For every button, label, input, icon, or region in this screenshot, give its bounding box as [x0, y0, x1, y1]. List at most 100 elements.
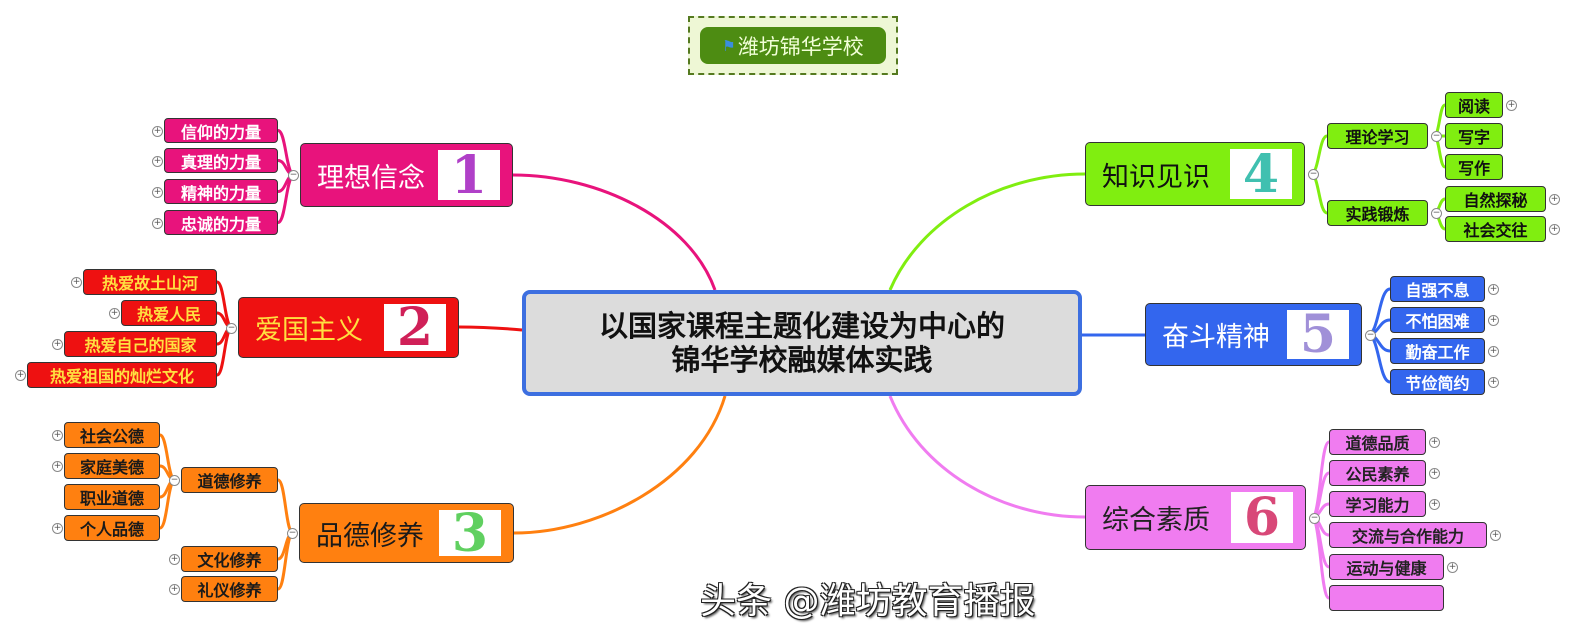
expand-toggle-icon[interactable]: + — [1429, 437, 1440, 448]
subtopic[interactable]: 理论学习 — [1327, 123, 1428, 149]
subtopic[interactable]: 自强不息 — [1390, 276, 1485, 302]
topic-number-badge: 3 — [439, 503, 501, 564]
subtopic[interactable]: 精神的力量 — [164, 179, 278, 204]
expand-toggle-icon[interactable]: + — [1549, 194, 1560, 205]
subtopic[interactable]: 社会交往 — [1445, 216, 1546, 242]
subtopic[interactable]: 道德品质 — [1329, 429, 1426, 455]
expand-toggle-icon[interactable]: + — [52, 430, 63, 441]
collapse-toggle-icon[interactable]: − — [1308, 169, 1319, 180]
expand-toggle-icon[interactable]: + — [1447, 562, 1458, 573]
subtopic[interactable]: 热爱自己的国家 — [64, 331, 217, 357]
branch-connector — [276, 478, 295, 535]
subtopic[interactable]: 职业道德 — [64, 484, 160, 510]
topic-label: 理论学习 — [1345, 128, 1410, 147]
topic-label: 自然探秘 — [1463, 191, 1528, 210]
expand-toggle-icon[interactable]: + — [52, 461, 63, 472]
subtopic[interactable]: 信仰的力量 — [164, 118, 278, 143]
subtopic[interactable]: 道德修养 — [181, 467, 278, 493]
main-connector — [888, 395, 1086, 519]
expand-toggle-icon[interactable]: + — [1488, 346, 1499, 357]
topic-number-badge: 4 — [1230, 144, 1292, 205]
expand-toggle-icon[interactable]: + — [1488, 377, 1499, 388]
subtopic[interactable]: 阅读 — [1445, 92, 1503, 118]
school-label-topic[interactable]: ⚑ 潍坊锦华学校 — [700, 27, 886, 64]
topic-label: 热爱人民 — [136, 305, 201, 324]
topic-label: 热爱故土山河 — [101, 274, 198, 293]
subtopic[interactable]: 自然探秘 — [1445, 186, 1546, 212]
expand-toggle-icon[interactable]: + — [152, 125, 163, 137]
collapse-toggle-icon[interactable]: − — [1309, 512, 1320, 524]
expand-toggle-icon[interactable]: + — [1506, 100, 1517, 111]
expand-toggle-icon[interactable]: + — [1429, 468, 1440, 479]
main-connector — [458, 325, 523, 332]
subtopic[interactable]: 勤奋工作 — [1390, 338, 1485, 364]
subtopic[interactable]: 真理的力量 — [164, 148, 278, 173]
subtopic[interactable]: 个人品德 — [64, 515, 160, 541]
topic-label: 自强不息 — [1405, 281, 1470, 300]
central-topic[interactable]: 以国家课程主题化建设为中心的 锦华学校融媒体实践 — [522, 290, 1082, 396]
topic-label: 写作 — [1457, 159, 1490, 178]
subtopic[interactable]: 公民素养 — [1329, 460, 1426, 486]
topic-number-badge: 6 — [1231, 487, 1293, 548]
expand-toggle-icon[interactable]: + — [1549, 224, 1560, 235]
expand-toggle-icon[interactable]: + — [1429, 499, 1440, 510]
subtopic[interactable]: 家庭美德 — [64, 453, 160, 479]
subtopic[interactable]: 学习能力 — [1329, 491, 1426, 517]
collapse-toggle-icon[interactable]: − — [226, 322, 237, 334]
subtopic[interactable]: 写作 — [1445, 154, 1503, 180]
expand-toggle-icon[interactable]: + — [169, 584, 180, 595]
collapse-toggle-icon[interactable]: − — [1365, 329, 1376, 341]
subtopic[interactable]: 节俭简约 — [1390, 369, 1485, 395]
subtopic[interactable] — [1329, 585, 1444, 611]
topic-label: 节俭简约 — [1405, 374, 1470, 393]
subtopic[interactable]: 社会公德 — [64, 422, 160, 448]
subtopic[interactable]: 不怕困难 — [1390, 307, 1485, 333]
subtopic[interactable]: 礼仪修养 — [181, 576, 278, 602]
expand-toggle-icon[interactable]: + — [152, 217, 163, 229]
topic-label: 职业道德 — [79, 489, 144, 508]
topic-label: 热爱祖国的灿烂文化 — [49, 367, 194, 386]
collapse-toggle-icon[interactable]: − — [1431, 131, 1442, 142]
topic-number-badge: 1 — [438, 145, 500, 206]
subtopic[interactable]: 热爱人民 — [121, 300, 217, 326]
expand-toggle-icon[interactable]: + — [15, 370, 26, 381]
expand-toggle-icon[interactable]: + — [1488, 284, 1499, 295]
main-connector — [513, 395, 727, 535]
subtopic[interactable]: 忠诚的力量 — [164, 210, 278, 235]
collapse-toggle-icon[interactable]: − — [169, 475, 180, 486]
topic-label: 运动与健康 — [1346, 559, 1427, 578]
topic-label: 道德修养 — [197, 472, 262, 491]
topic-label: 奋斗精神 — [1162, 322, 1270, 353]
collapse-toggle-icon[interactable]: − — [287, 528, 298, 539]
subtopic[interactable]: 写字 — [1445, 123, 1503, 149]
collapse-toggle-icon[interactable]: − — [1431, 208, 1442, 219]
subtopic[interactable]: 热爱故土山河 — [83, 269, 217, 295]
topic-label: 勤奋工作 — [1405, 343, 1470, 362]
expand-toggle-icon[interactable]: + — [1490, 530, 1501, 541]
expand-toggle-icon[interactable]: + — [52, 523, 63, 534]
expand-toggle-icon[interactable]: + — [169, 554, 180, 565]
subtopic[interactable]: 实践锻炼 — [1327, 200, 1428, 226]
topic-label: 爱国主义 — [255, 315, 363, 346]
expand-toggle-icon[interactable]: + — [71, 277, 82, 288]
subtopic[interactable]: 文化修养 — [181, 546, 278, 572]
topic-label: 道德品质 — [1345, 434, 1410, 453]
expand-toggle-icon[interactable]: + — [152, 186, 163, 198]
topic-number-badge: 2 — [384, 297, 446, 358]
subtopic[interactable]: 热爱祖国的灿烂文化 — [27, 362, 217, 388]
collapse-toggle-icon[interactable]: − — [288, 170, 299, 181]
main-connector — [512, 173, 717, 291]
expand-toggle-icon[interactable]: + — [109, 308, 120, 319]
main-topic-2[interactable]: 爱国主义 2 — [238, 297, 459, 358]
expand-toggle-icon[interactable]: + — [52, 339, 63, 350]
subtopic[interactable]: 交流与合作能力 — [1329, 522, 1487, 548]
subtopic[interactable]: 运动与健康 — [1329, 554, 1444, 580]
expand-toggle-icon[interactable]: + — [152, 155, 163, 167]
topic-label: 社会公德 — [79, 427, 144, 446]
expand-toggle-icon[interactable]: + — [1488, 315, 1499, 326]
